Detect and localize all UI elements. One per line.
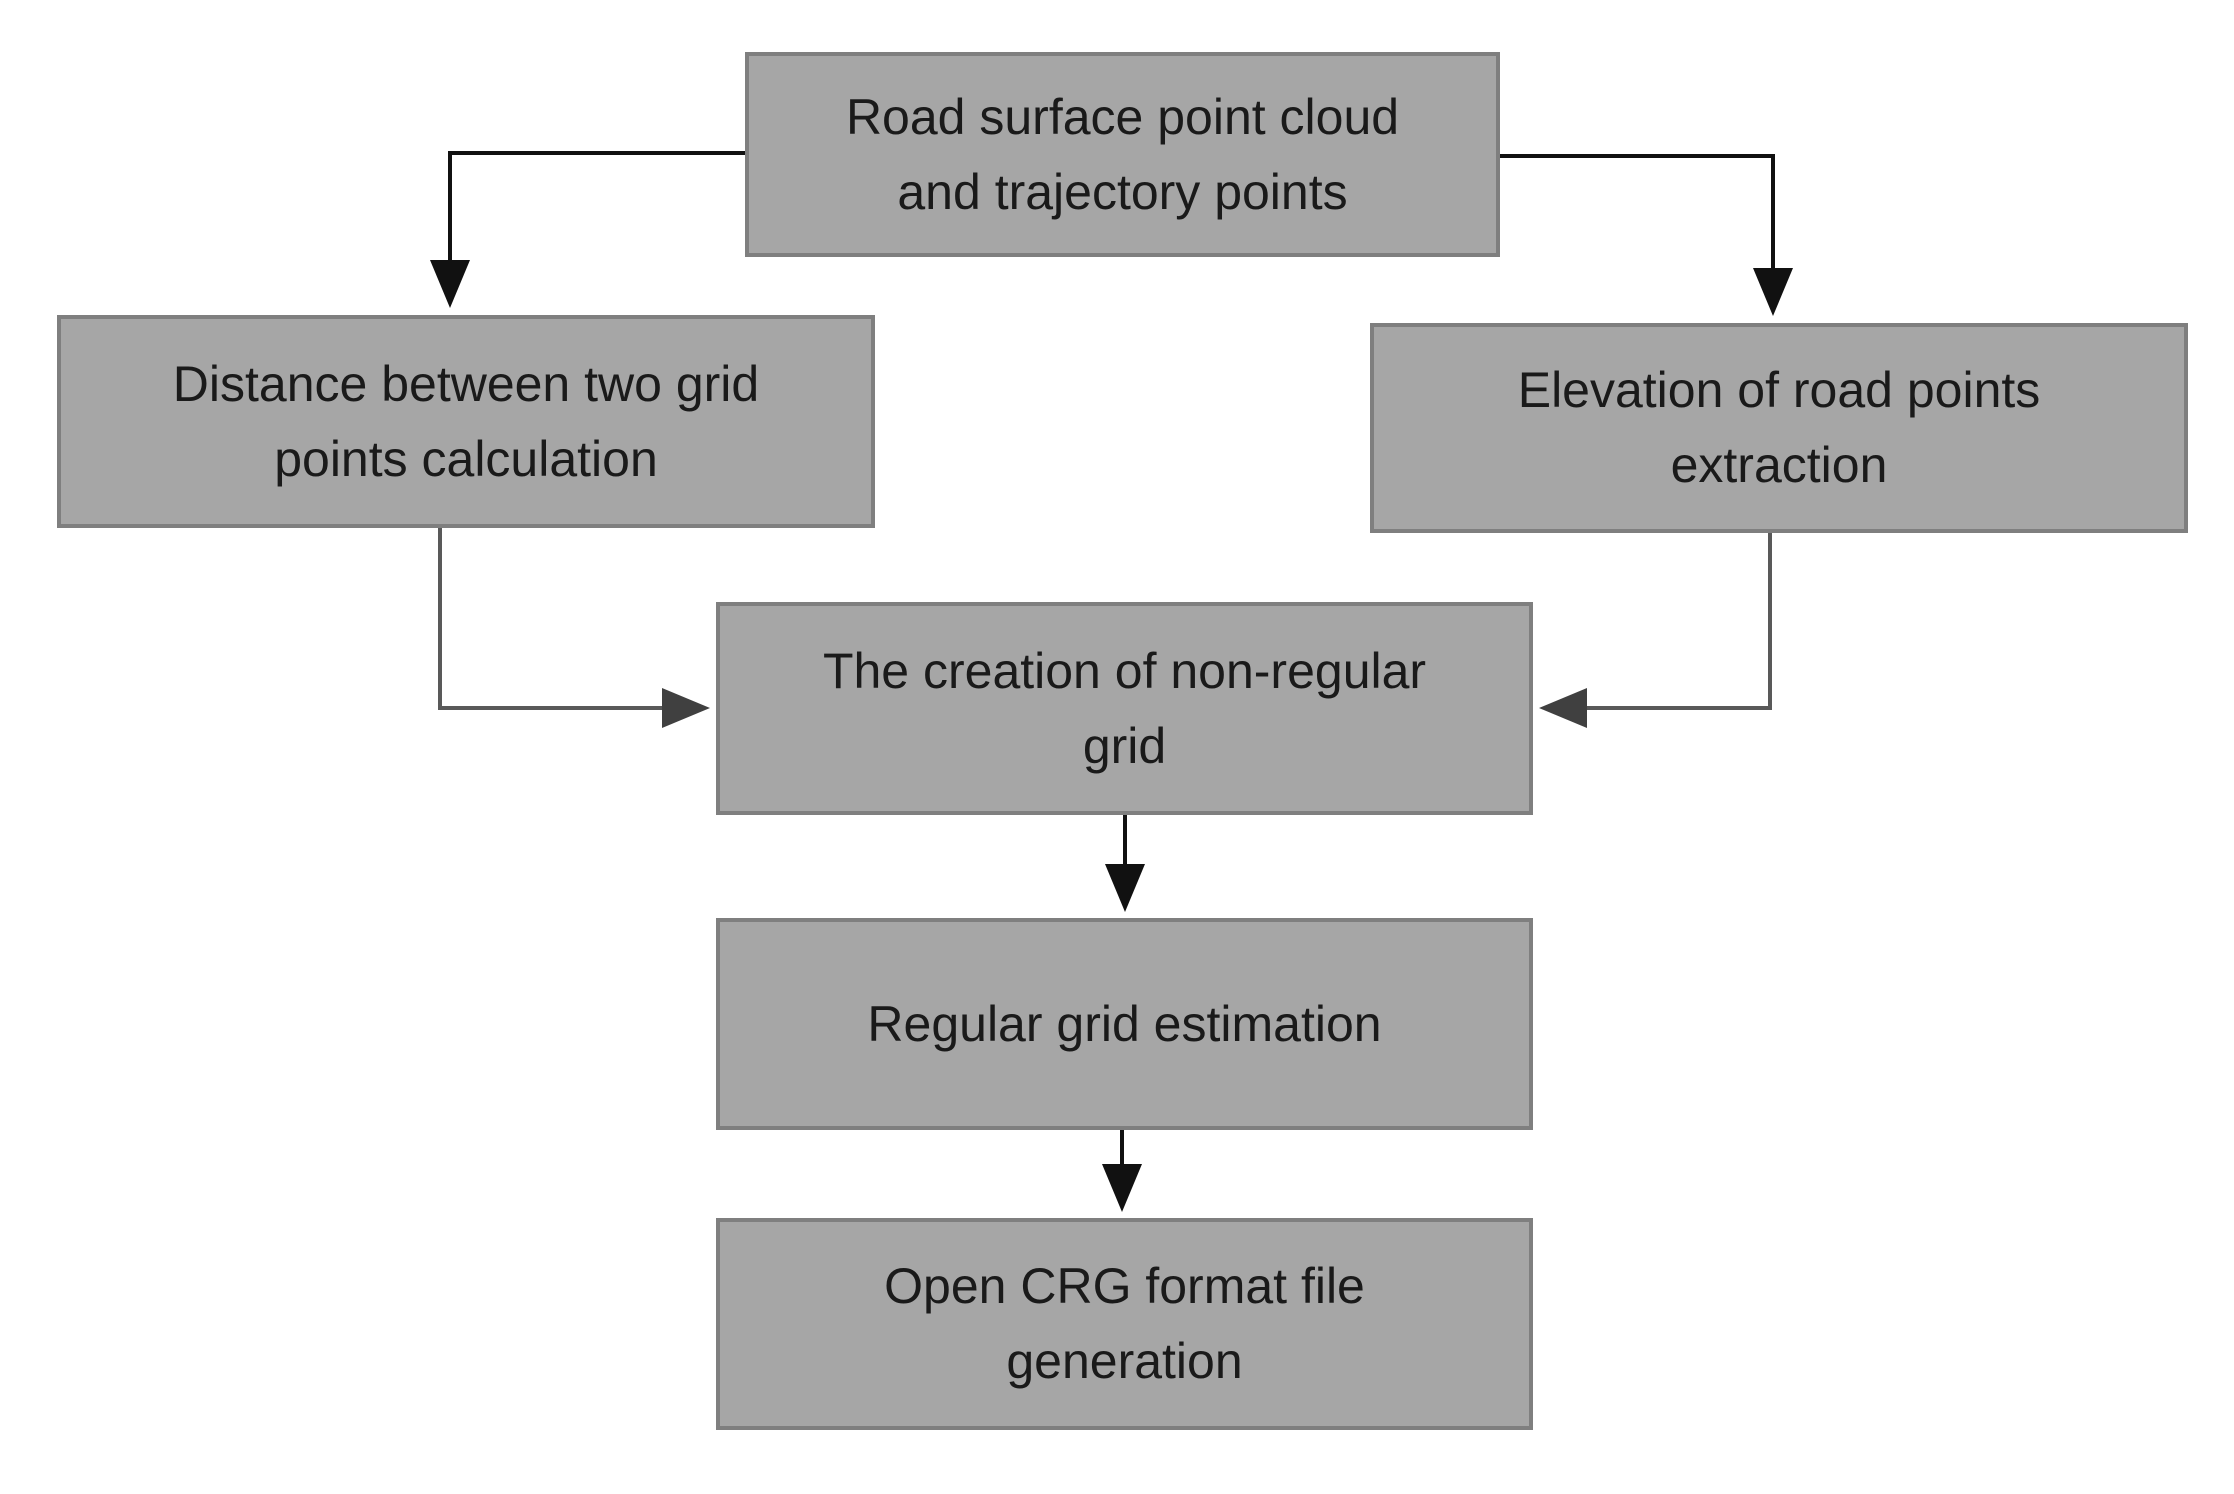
- node-road-surface-point-cloud: Road surface point cloud and trajectory …: [745, 52, 1500, 257]
- node-elevation-of-road-points: Elevation of road points extraction: [1370, 323, 2188, 533]
- arrow-distance-to-nonregular-grid: [438, 528, 710, 728]
- node-opencrg-file-generation: Open CRG format file generation: [716, 1218, 1533, 1430]
- node-distance-between-grid-points: Distance between two grid points calcula…: [57, 315, 875, 528]
- node-non-regular-grid-creation: The creation of non-regular grid: [716, 602, 1533, 815]
- arrow-top-to-distance: [430, 151, 745, 308]
- node-regular-grid-estimation: Regular grid estimation: [716, 918, 1533, 1130]
- arrow-top-to-elevation: [1500, 154, 1793, 316]
- arrow-elevation-to-nonregular-grid: [1539, 533, 1772, 728]
